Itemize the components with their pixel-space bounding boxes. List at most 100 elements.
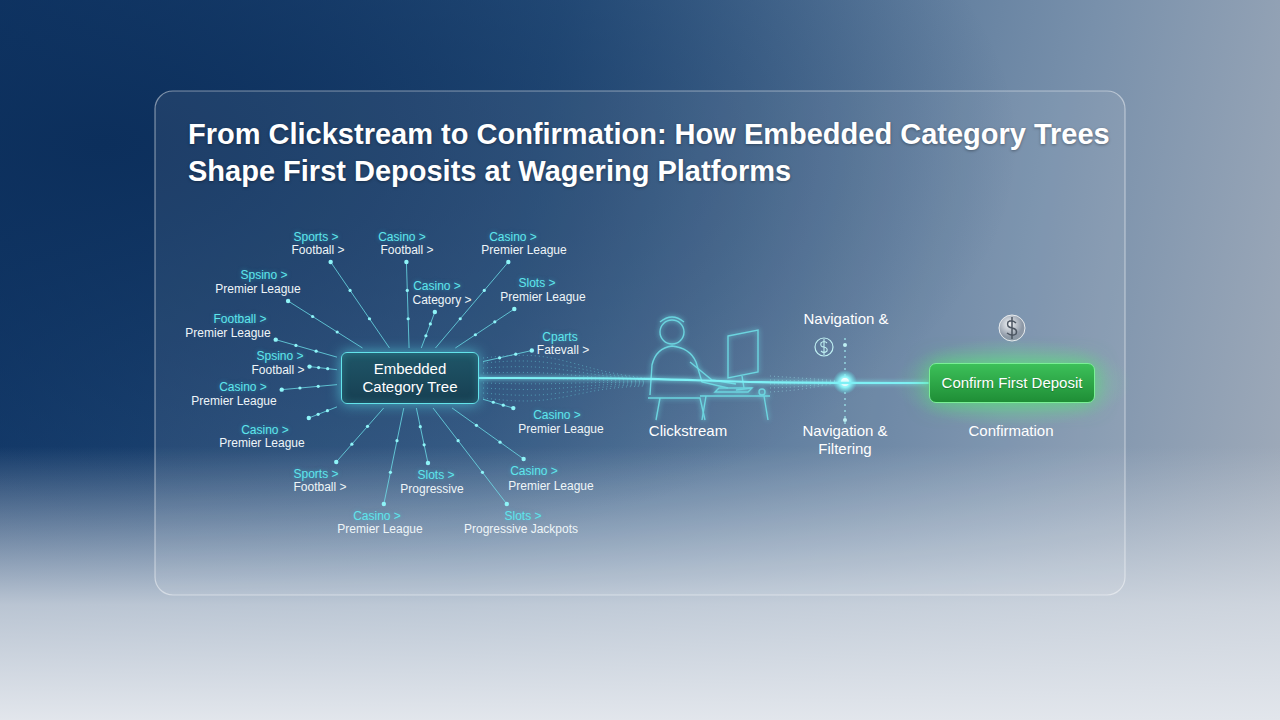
navigation-filter-icon <box>815 338 857 424</box>
leader-dot <box>481 471 484 474</box>
leader-line <box>336 408 383 462</box>
leader-dot <box>502 404 505 407</box>
category-label: Casino > <box>241 423 289 437</box>
leader-dot <box>511 406 515 410</box>
leader-dot <box>506 260 510 264</box>
category-label: Sports > <box>293 467 338 481</box>
subcategory-label: Category > <box>412 293 471 307</box>
leader-dot <box>382 502 386 506</box>
data-stream <box>483 382 645 383</box>
leader-dot <box>298 386 301 389</box>
leader-dot <box>307 364 311 368</box>
category-label: Casino > <box>413 279 461 293</box>
category-label: Casino > <box>378 230 426 244</box>
leader-line <box>310 367 337 370</box>
leader-dot <box>459 317 462 320</box>
category-label: Spsino > <box>240 268 287 282</box>
category-label: Casino > <box>219 380 267 394</box>
leader-line <box>416 408 428 463</box>
leader-dot <box>307 416 311 420</box>
category-label: Slots > <box>504 509 541 523</box>
person-head <box>660 320 684 344</box>
leader-dot <box>366 425 369 428</box>
deposit-button: Confirm First Deposit <box>929 363 1096 403</box>
stage-label: Clickstream <box>649 422 727 440</box>
leader-dot <box>429 322 432 325</box>
leader-dot <box>433 310 437 314</box>
subcategory-label: Premier League <box>191 394 276 408</box>
leader-dot <box>311 315 314 318</box>
leader-dot <box>419 425 422 428</box>
leader-dot <box>368 317 371 320</box>
leader-dot <box>424 334 427 337</box>
leader-line <box>406 262 409 348</box>
category-label: Slots > <box>518 276 555 290</box>
leader-line <box>455 309 514 348</box>
person-hair <box>660 317 684 322</box>
category-tree-box: Embedded Category Tree <box>341 352 479 404</box>
leader-dot <box>530 348 534 352</box>
leader-dot <box>493 320 496 323</box>
leader-dot <box>474 333 477 336</box>
leader-line <box>282 385 337 390</box>
leader-line <box>483 399 513 408</box>
leader-dot <box>315 350 318 353</box>
category-label: Casino > <box>353 509 401 523</box>
subcategory-label: Premier League <box>500 290 585 304</box>
leader-dot <box>407 317 410 320</box>
person-chair <box>648 398 705 420</box>
stage-label: Navigation & <box>803 310 888 328</box>
desk <box>700 396 770 420</box>
leader-dot <box>326 409 329 412</box>
mouse <box>759 389 765 395</box>
leader-dot <box>483 289 486 292</box>
leader-dot <box>498 441 501 444</box>
stage-label: Confirmation <box>968 422 1053 440</box>
data-stream <box>483 386 645 401</box>
subcategory-label: Premier League <box>508 479 593 493</box>
subcategory-label: Premier League <box>518 422 603 436</box>
node-text: Embedded Category Tree <box>354 360 466 396</box>
leader-line <box>288 301 362 348</box>
data-stream <box>483 372 645 381</box>
leader-dot <box>317 366 320 369</box>
subcategory-label: Football > <box>380 243 433 257</box>
subcategory-label: Premier League <box>337 522 422 536</box>
small-coin <box>815 338 833 356</box>
leader-dot <box>336 330 339 333</box>
leader-line <box>331 262 390 348</box>
stage-label: Navigation & Filtering <box>789 422 901 458</box>
leader-dot <box>406 289 409 292</box>
subcategory-label: Premier League <box>481 243 566 257</box>
coin-symbol <box>1007 317 1017 339</box>
monitor <box>728 330 758 378</box>
diagram-title: From Clickstream to Confirmation: How Em… <box>188 116 1138 190</box>
leader-dot <box>279 387 283 391</box>
leader-dot <box>498 356 501 359</box>
category-label: Cparts <box>542 330 577 344</box>
leader-dot <box>294 344 297 347</box>
coin-icon <box>999 315 1025 341</box>
leader-dot <box>286 299 290 303</box>
leader-dot <box>521 457 525 461</box>
category-label: Sports > <box>293 230 338 244</box>
leader-line <box>483 351 532 362</box>
leader-dot <box>334 460 338 464</box>
small-coin-symbol <box>821 339 827 355</box>
leader-dot <box>492 401 495 404</box>
leader-dot <box>273 337 277 341</box>
subcategory-label: Fatevall > <box>537 343 589 357</box>
leader-dot <box>505 502 509 506</box>
filter-dot <box>843 418 847 422</box>
leader-dot <box>475 424 478 427</box>
person-at-computer <box>648 317 770 420</box>
subcategory-label: Progressive <box>400 482 463 496</box>
button-glow <box>892 338 1132 428</box>
data-stream <box>483 385 645 395</box>
leader-dot <box>328 260 332 264</box>
leader-dot <box>514 353 517 356</box>
